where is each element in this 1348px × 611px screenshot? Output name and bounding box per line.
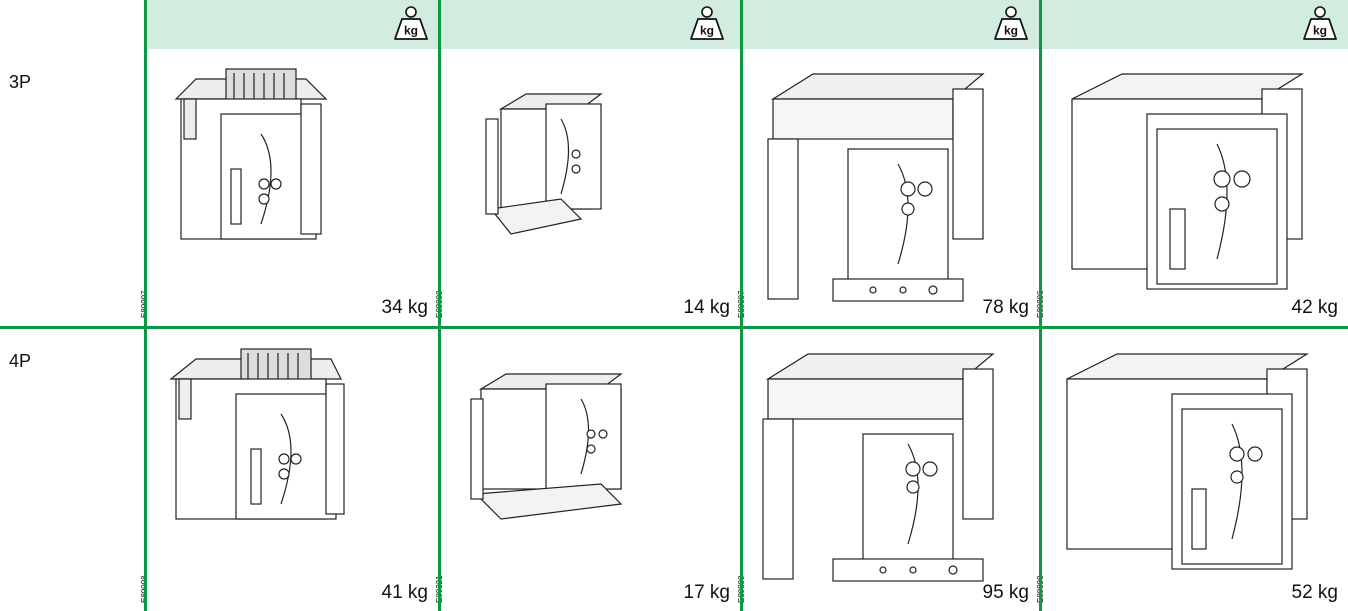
cell-3p-2: E89999 14 kg	[435, 49, 740, 326]
svg-text:kg: kg	[700, 24, 714, 38]
cell-4p-3: E89899 95 kg	[737, 329, 1039, 611]
column-rule	[740, 0, 743, 611]
weight-kg-icon: kg	[690, 6, 724, 40]
weight-value: 78 kg	[982, 297, 1029, 318]
circuit-breaker-image	[174, 68, 328, 240]
circuit-breaker-image	[1066, 353, 1310, 570]
circuit-breaker-image	[1071, 73, 1305, 290]
weight-value: 34 kg	[381, 297, 428, 318]
weight-value: 41 kg	[381, 582, 428, 603]
cell-4p-1: E89998 41 kg	[140, 329, 438, 611]
weight-kg-icon: kg	[394, 6, 428, 40]
circuit-breaker-image	[762, 353, 995, 582]
cell-3p-1: E89997 34 kg	[140, 49, 438, 326]
svg-text:kg: kg	[404, 24, 418, 38]
weight-value: 14 kg	[683, 297, 730, 318]
row-rule	[0, 326, 1348, 329]
column-rule	[438, 0, 441, 611]
weight-value: 52 kg	[1291, 582, 1338, 603]
weight-value: 42 kg	[1291, 297, 1338, 318]
cell-3p-4: E89896 42 kg	[1036, 49, 1348, 326]
weight-kg-icon: kg	[1303, 6, 1337, 40]
header-band	[146, 0, 1348, 49]
svg-text:kg: kg	[1313, 24, 1327, 38]
row-label-3p: 3P	[9, 72, 32, 92]
column-rule	[1039, 0, 1042, 611]
circuit-breaker-image	[169, 348, 345, 520]
weight-kg-icon: kg	[994, 6, 1028, 40]
cell-4p-2: E90321 17 kg	[435, 329, 740, 611]
cell-4p-4: E89898 52 kg	[1036, 329, 1348, 611]
svg-text:kg: kg	[1004, 24, 1018, 38]
weight-value: 95 kg	[982, 582, 1029, 603]
weight-value: 17 kg	[683, 582, 730, 603]
circuit-breaker-image	[767, 73, 985, 302]
column-rule	[144, 0, 147, 611]
circuit-breaker-image	[470, 373, 623, 520]
circuit-breaker-image	[485, 93, 603, 235]
row-label-4p: 4P	[9, 351, 32, 371]
cell-3p-3: E89897 78 kg	[737, 49, 1039, 326]
